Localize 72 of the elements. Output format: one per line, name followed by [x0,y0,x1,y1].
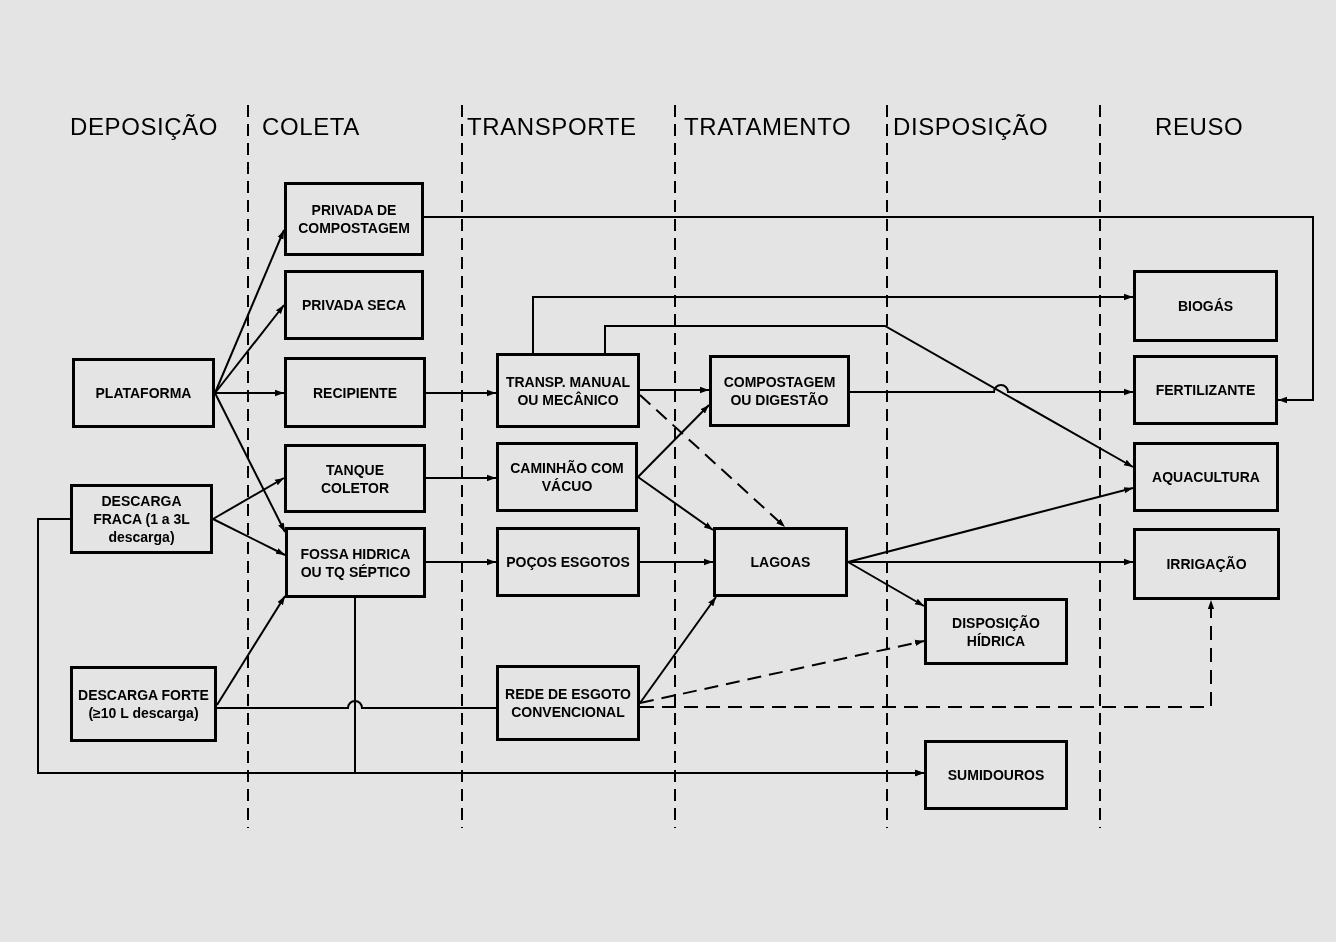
arrow [637,476,714,531]
process-box [496,353,640,428]
arrow [639,599,1215,708]
column-heading: COLETA [262,112,360,142]
column-heading: DISPOSIÇÃO [893,112,1049,142]
box-label: FOSSA HIDRICA OU TQ SÉPTICO [299,544,412,581]
box-label: PLATAFORMA [95,384,192,402]
box-label: DESCARGA FRACA (1 a 3L descarga) [92,492,191,546]
column-heading: TRATAMENTO [684,112,852,142]
process-box [924,740,1068,810]
arrow [639,639,925,704]
process-box [70,666,217,742]
arrow [214,392,286,533]
process-box [284,270,424,340]
process-box [924,598,1068,665]
connector-line [216,700,497,709]
process-box [284,182,424,256]
arrow [425,389,497,397]
arrow [639,558,714,566]
process-box [496,442,638,512]
arrow [847,558,1134,566]
process-box [1133,442,1279,512]
arrow [532,293,1134,354]
arrow [214,304,285,394]
box-label: PRIVADA SECA [301,296,407,314]
process-box [1133,528,1280,600]
process-box [496,665,640,741]
process-box [285,527,426,598]
arrow [212,518,286,556]
process-box [1133,355,1278,425]
box-label: CAMINHÃO COM VÁCUO [509,459,625,495]
arrow [849,384,1134,396]
arrow [639,394,786,528]
process-box [496,527,640,597]
arrow [423,216,1314,404]
arrow [216,595,286,706]
box-label: BIOGÁS [1177,297,1234,315]
arrow [847,561,925,607]
column-heading: TRANSPORTE [467,112,637,142]
arrow [639,386,710,394]
box-label: DESCARGA FORTE (≥10 L descarga) [77,686,210,722]
process-box [709,355,850,427]
arrow [214,389,285,397]
arrow [212,477,285,520]
process-box [72,358,215,428]
arrow [637,404,710,478]
column-heading: REUSO [1155,112,1244,142]
process-box [284,357,426,428]
column-heading: DEPOSIÇÃO [70,112,219,142]
process-box [284,444,426,513]
arrow [425,558,497,566]
arrow [214,229,285,394]
box-label: AQUACULTURA [1152,468,1260,486]
box-label: SUMIDOUROS [947,766,1045,784]
arrow [847,487,1134,563]
box-label: DISPOSIÇÃO HÍDRICA [951,613,1041,650]
box-label: RECIPIENTE [313,383,397,402]
box-label: FERTILIZANTE [1155,381,1256,399]
arrow [425,474,497,482]
process-box [713,527,848,597]
box-label: COMPOSTAGEM OU DIGESTÃO [722,373,837,409]
box-label: TRANSP. MANUAL OU MECÂNICO [504,372,632,409]
arrow [604,325,1134,468]
box-label: REDE DE ESGOTO CONVENCIONAL [504,685,632,721]
process-box [1133,270,1278,342]
box-label: PRIVADA DE COMPOSTAGEM [297,201,411,237]
box-label: LAGOAS [750,553,811,571]
arrow [639,596,717,704]
box-label: TANQUE COLETOR [319,460,391,497]
box-label: IRRIGAÇÃO [1166,555,1247,573]
box-label: POÇOS ESGOTOS [506,553,630,571]
process-box [70,484,213,554]
